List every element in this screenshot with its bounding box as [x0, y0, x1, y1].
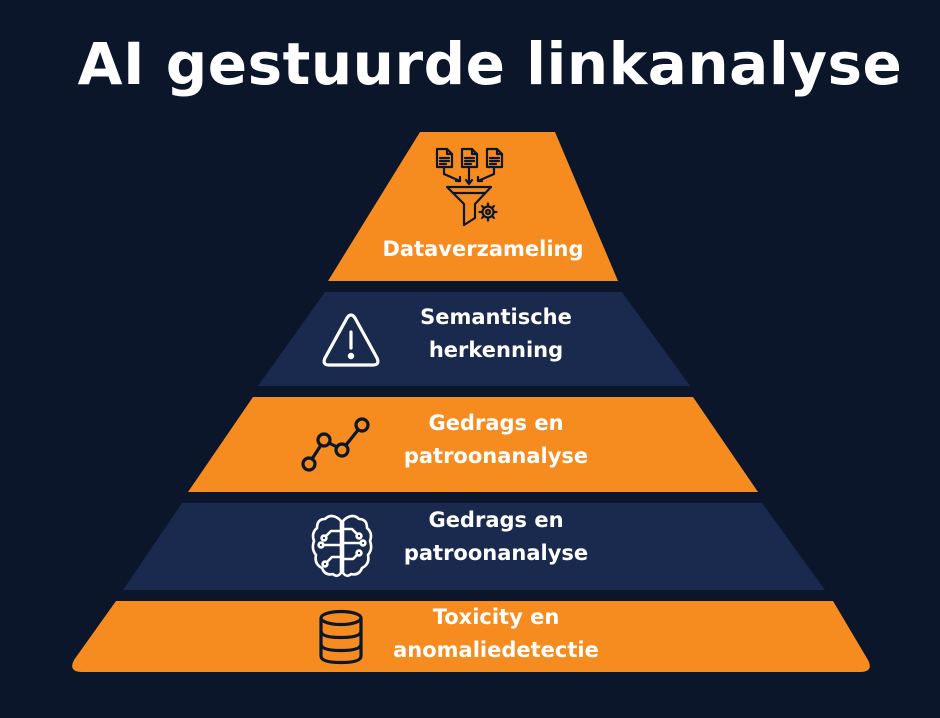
page-title: AI gestuurde linkanalyse: [77, 30, 903, 98]
tier-1-label: Dataverzameling: [363, 233, 603, 266]
tier-5-label: Toxicity en anomaliedetectie: [371, 601, 621, 667]
brain-circuit-icon: [311, 513, 373, 579]
tier-4-line-2: patroonanalyse: [403, 541, 589, 565]
data-funnel-icon: [433, 146, 509, 226]
database-icon: [317, 609, 365, 665]
tier-3-shape: [188, 397, 758, 492]
tier-3-label: Gedrags en patroonanalyse: [376, 407, 616, 473]
tier-2-line-1: Semantische: [420, 305, 572, 329]
warning-icon: [321, 312, 381, 370]
tier-2-label: Semantische herkenning: [386, 301, 606, 367]
tier-3-line-2: patroonanalyse: [403, 444, 589, 468]
tier-4-label: Gedrags en patroonanalyse: [376, 504, 616, 570]
tier-4-shape: [123, 503, 825, 590]
tier-5-shape: [72, 601, 870, 672]
tier-1-shape: [328, 132, 618, 281]
tier-4-line-1: Gedrags en: [428, 508, 564, 532]
tier-5-line-2: anomaliedetectie: [393, 638, 599, 662]
tier-3-line-1: Gedrags en: [428, 411, 564, 435]
tier-2-line-2: herkenning: [428, 338, 564, 362]
tier-1-line-1: Dataverzameling: [382, 237, 584, 261]
tier-2-shape: [258, 292, 690, 386]
line-graph-icon: [300, 416, 372, 474]
tier-5-line-1: Toxicity en: [432, 605, 560, 629]
